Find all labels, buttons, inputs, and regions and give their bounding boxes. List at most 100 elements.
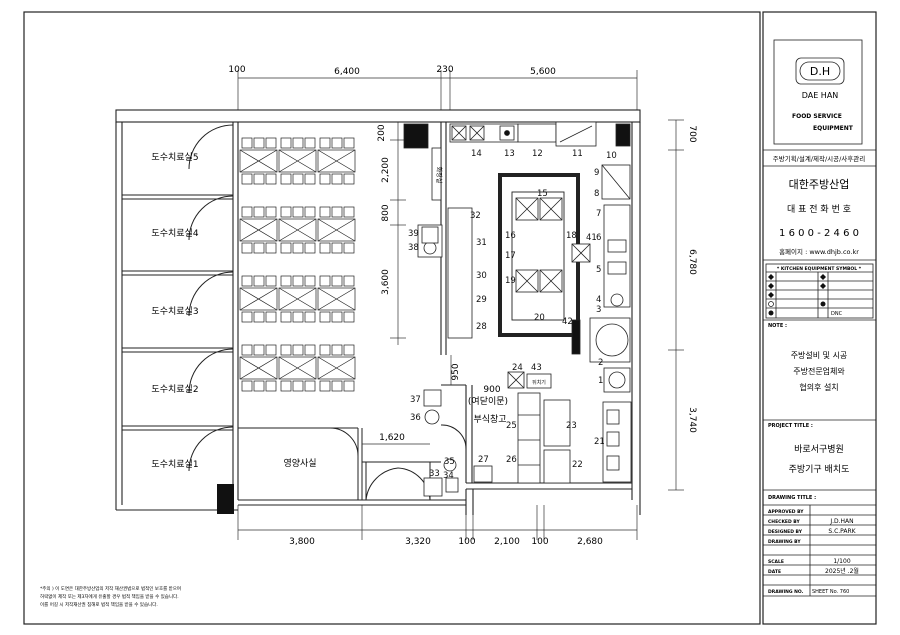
equipment-number-29: 29	[476, 295, 487, 305]
dining-chair	[292, 275, 304, 287]
dining-chair	[241, 344, 253, 356]
dining-chair	[343, 311, 355, 323]
logo-mark: D.H	[810, 65, 830, 78]
equipment-number-13: 13	[504, 149, 515, 159]
dim-right-3: 3,740	[687, 407, 697, 433]
equipment-number-21: 21	[594, 437, 605, 447]
equipment-number-2: 2	[598, 358, 603, 368]
dining-chair	[280, 344, 292, 356]
equipment-number-32: 32	[470, 211, 481, 221]
room-storage-top: (여닫이문)	[468, 395, 508, 407]
equipment-number-6: 6	[596, 233, 601, 243]
equipment-number-16: 16	[505, 231, 516, 241]
note-line-1: 주방설비 및 시공	[791, 350, 848, 360]
table-diagonal	[317, 287, 356, 311]
dim-left-1: 200	[377, 124, 387, 141]
equipment-number-26: 26	[506, 455, 517, 465]
dining-chair	[343, 206, 355, 218]
dining-chair	[241, 311, 253, 323]
title-block	[763, 39, 876, 597]
room-treatment-3: 도수치료실3	[151, 305, 198, 317]
equipment-number-24: 24	[512, 363, 523, 373]
equipment-number-39: 39	[408, 229, 419, 239]
project-line-2: 주방기구 배치도	[789, 463, 850, 475]
title-block-frame	[762, 11, 877, 625]
room-treatment-2: 도수치료실2	[151, 383, 198, 395]
dimension-right	[668, 119, 684, 491]
table-diagonal	[278, 149, 317, 173]
room-treatment-5: 도수치료실5	[151, 151, 198, 163]
dining-chair	[241, 380, 253, 392]
drawing-frame	[23, 11, 761, 625]
equipment-number-35: 35	[444, 457, 455, 467]
dining-chair	[304, 173, 316, 185]
dining-chair	[343, 344, 355, 356]
tb-row-label: CHECKED BY	[768, 519, 800, 525]
dim-left-2: 2,200	[381, 157, 391, 183]
tb-row-value: J.D.HAN	[829, 518, 853, 525]
dining-chair	[253, 206, 265, 218]
column-pillar	[217, 484, 234, 514]
treatment-partitions	[122, 124, 234, 472]
phone-number: 1 6 0 0 - 2 4 6 0	[779, 228, 859, 239]
dining-chair	[253, 173, 265, 185]
dining-chair	[265, 380, 277, 392]
dining-chair	[331, 242, 343, 254]
equipment-number-30: 30	[476, 271, 487, 281]
dining-chair	[292, 206, 304, 218]
room-treatment-4: 도수치료실4	[151, 227, 198, 239]
tb-row-label: DESIGNED BY	[768, 529, 803, 535]
dining-chair	[280, 137, 292, 149]
dining-chair	[319, 173, 331, 185]
equipment-number-4: 4	[596, 295, 601, 305]
dining-chair	[304, 242, 316, 254]
service-line-1: FOOD SERVICE	[792, 113, 842, 120]
dining-chair	[319, 275, 331, 287]
dim-right-1: 700	[687, 125, 697, 142]
dining-chair	[331, 173, 343, 185]
dining-chair	[304, 344, 316, 356]
dining-chair	[280, 206, 292, 218]
dining-chair	[253, 242, 265, 254]
equipment-number-23: 23	[566, 421, 577, 431]
tb-row-value: 1/100	[833, 558, 850, 565]
dim-top-4: 5,600	[530, 67, 556, 77]
dining-chair	[253, 344, 265, 356]
footer-note-2: 허락없이 제작 또는 제3자에게 유출할 경우 법적 책임을 받을 수 있습니다…	[40, 593, 179, 600]
logo-name: DAE HAN	[802, 91, 839, 100]
equipment-number-42: 42	[562, 317, 573, 327]
dining-chair	[241, 173, 253, 185]
dining-chair	[331, 344, 343, 356]
dining-chair	[253, 380, 265, 392]
room-nutrition: 영양사실	[283, 458, 316, 469]
dining-chair	[343, 275, 355, 287]
dim-bottom-6: 2,680	[577, 537, 603, 547]
dim-top-1: 100	[228, 65, 245, 75]
equipment-number-1: 1	[598, 376, 603, 386]
drawing-no-label: DRAWING NO.	[768, 589, 804, 595]
room-treatment-1: 도수치료실1	[151, 458, 198, 470]
small-box-label: 뒤치기	[532, 379, 546, 386]
dim-top-3: 230	[436, 65, 453, 75]
table-diagonal	[317, 356, 356, 380]
tb-row-label: SCALE	[768, 559, 784, 565]
table-diagonal	[317, 149, 356, 173]
dining-chair	[319, 242, 331, 254]
table-diagonal	[239, 287, 278, 311]
symbol-dnc: DNC	[831, 311, 843, 317]
equipment-number-7: 7	[596, 209, 601, 219]
dim-door-width: 1,620	[379, 433, 405, 443]
dining-chair	[331, 275, 343, 287]
dining-chair	[241, 275, 253, 287]
dim-left-5: 950	[451, 363, 461, 380]
dining-chair	[280, 242, 292, 254]
services-line: 주방기획/설계/제작/시공/사후관리	[773, 154, 865, 163]
table-diagonal	[239, 356, 278, 380]
dining-chair	[265, 242, 277, 254]
sheet-number: SHEET No. 760	[812, 589, 849, 595]
dining-chair	[292, 344, 304, 356]
table-diagonal	[278, 218, 317, 242]
dining-chair	[265, 311, 277, 323]
